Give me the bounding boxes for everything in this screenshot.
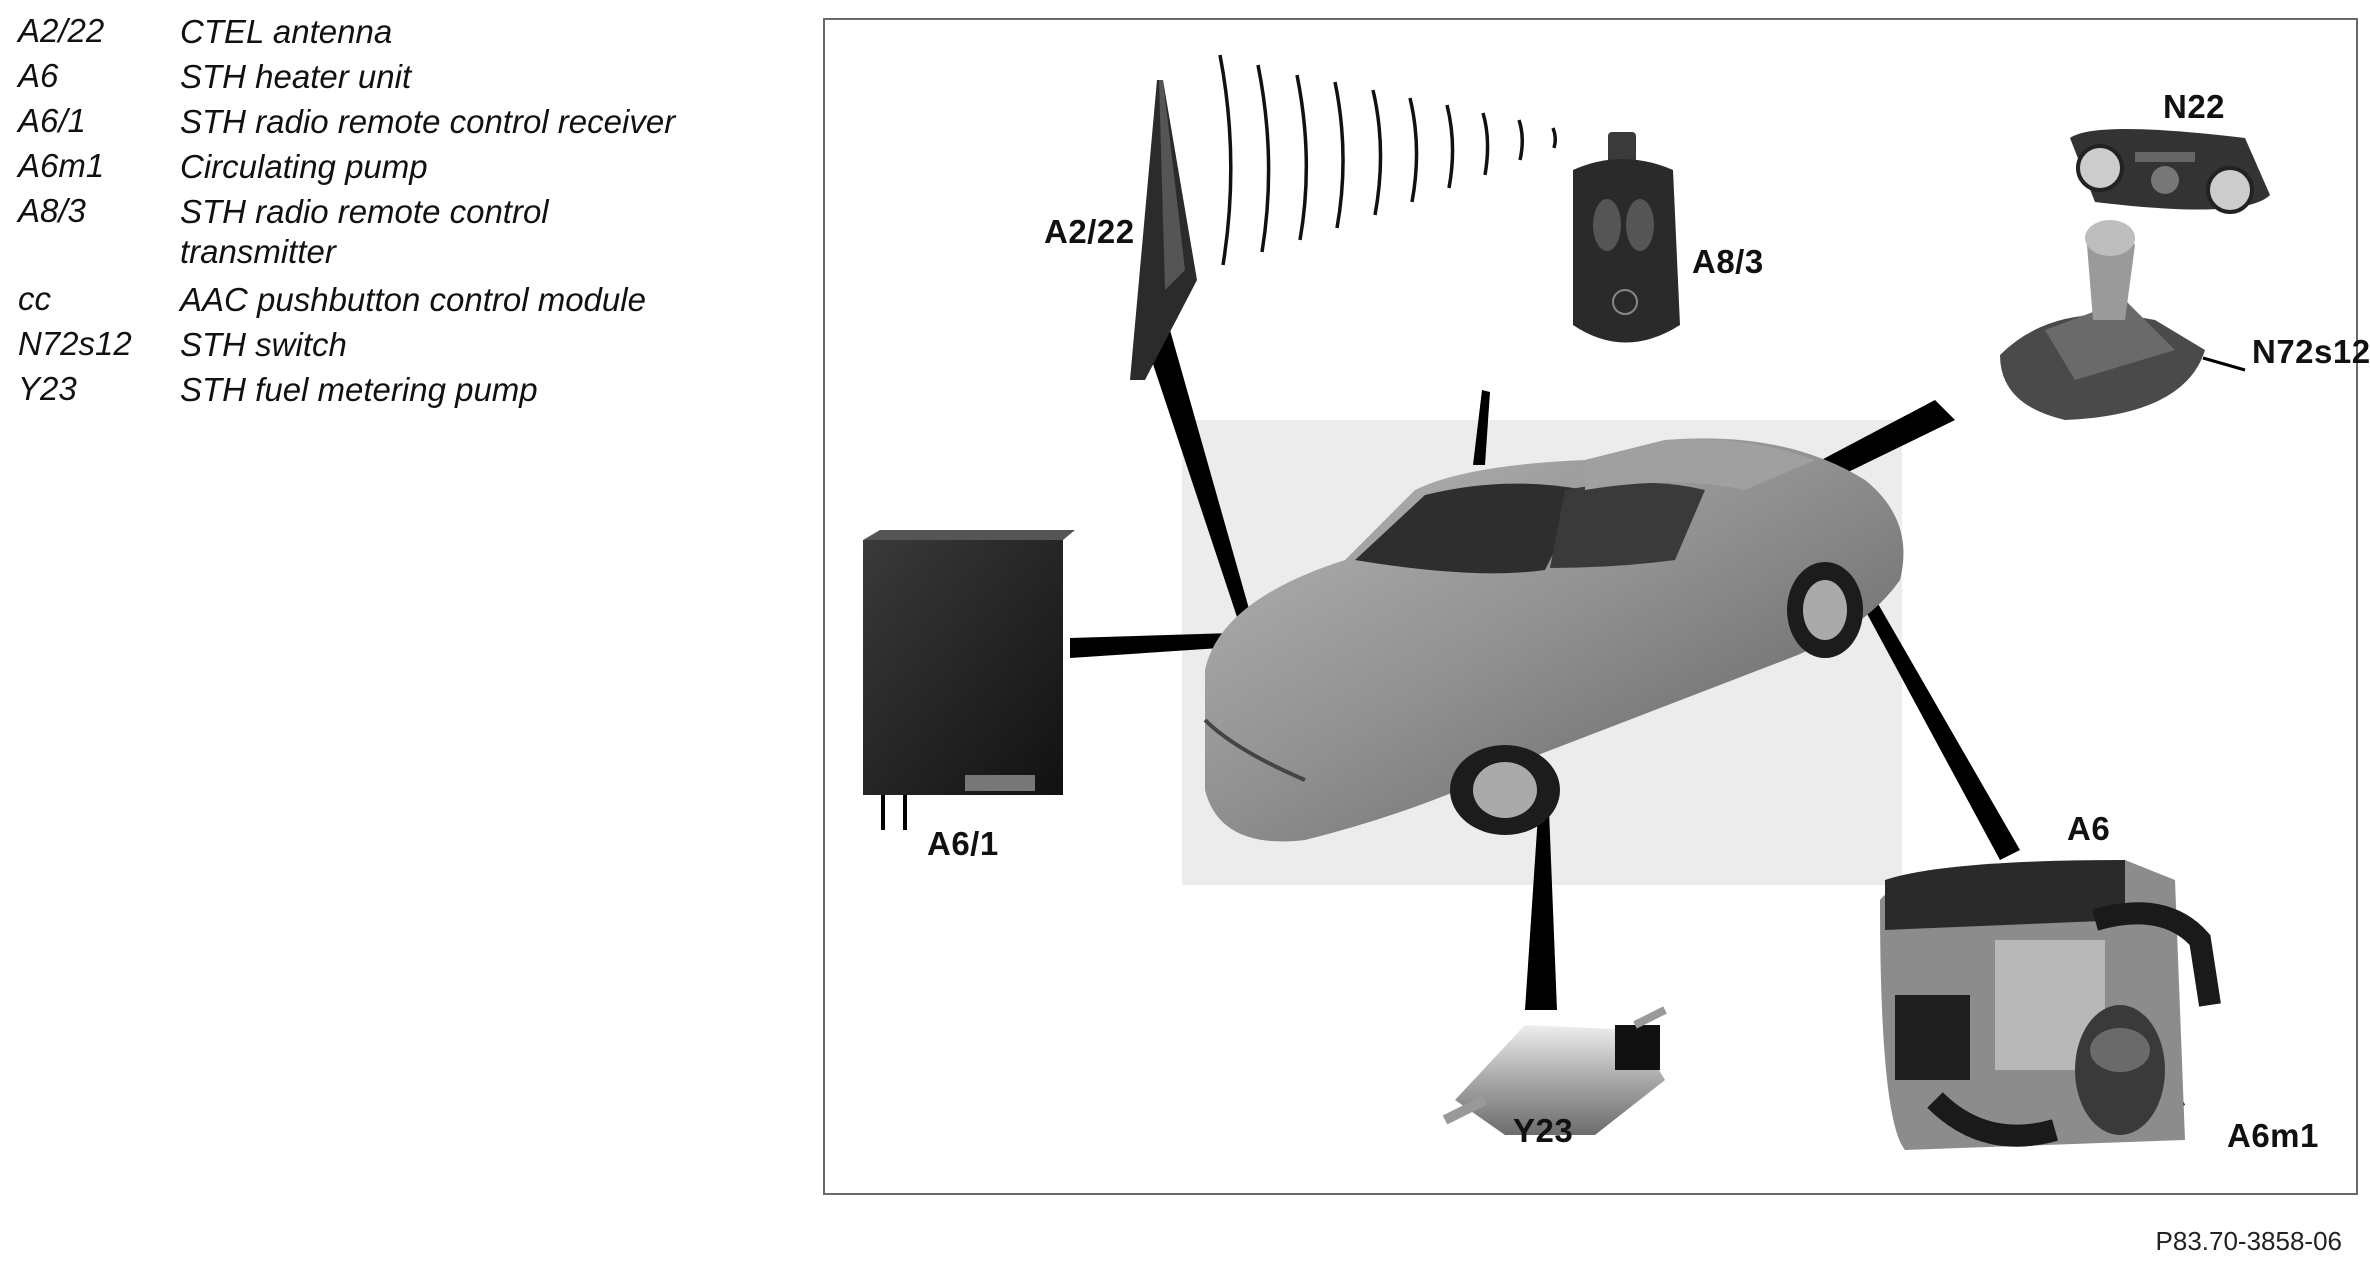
callout-n72s12: N72s12 [2252, 333, 2370, 370]
callout-a6-1: A6/1 [927, 825, 999, 862]
diagram-illustration [863, 54, 2270, 1150]
legend-code: A6 [18, 57, 59, 94]
legend-code: A6m1 [18, 147, 105, 184]
callout-n22: N22 [2163, 88, 2226, 125]
legend-description: STH switch [180, 326, 347, 363]
legend-description: AAC pushbutton control module [180, 281, 646, 318]
legend-description: CTEL antenna [180, 13, 393, 50]
vehicle-illustration [1203, 438, 1904, 842]
legend-code: A8/3 [18, 192, 86, 229]
pushbutton-control-module-illustration [2070, 129, 2270, 214]
callout-a2-22: A2/22 [1044, 213, 1135, 250]
legend-description: Circulating pump [180, 148, 428, 185]
callout-a8-3: A8/3 [1692, 243, 1764, 280]
callout-y23: Y23 [1513, 1112, 1574, 1149]
legend-description: STH fuel metering pump [180, 371, 538, 408]
sth-switch-illustration [2000, 220, 2246, 420]
heater-unit-illustration [1880, 860, 2221, 1150]
radio-wave-arcs [1218, 54, 1558, 266]
callout-a6: A6 [2067, 810, 2111, 847]
legend-code: Y23 [18, 370, 77, 407]
legend-description: STH radio remote control transmitter [180, 193, 549, 270]
legend-description: STH heater unit [180, 58, 412, 95]
legend-code: N72s12 [18, 325, 132, 362]
figure-reference: P83.70-3858-06 [2155, 1226, 2342, 1256]
legend-code: cc [18, 280, 51, 317]
radio-receiver-illustration [863, 530, 1075, 830]
component-diagram: A2/22 A8/3 N22 N72s12 A6/1 A6 Y23 A6m1 [823, 18, 2370, 1195]
antenna-illustration [1130, 80, 1197, 380]
legend-code: A6/1 [18, 102, 86, 139]
fuel-metering-pump-illustration [1442, 1006, 1667, 1135]
remote-transmitter-illustration [1573, 132, 1680, 343]
legend-code: A2/22 [18, 12, 105, 49]
callout-a6m1: A6m1 [2227, 1117, 2319, 1154]
legend-description: STH radio remote control receiver [180, 103, 676, 140]
